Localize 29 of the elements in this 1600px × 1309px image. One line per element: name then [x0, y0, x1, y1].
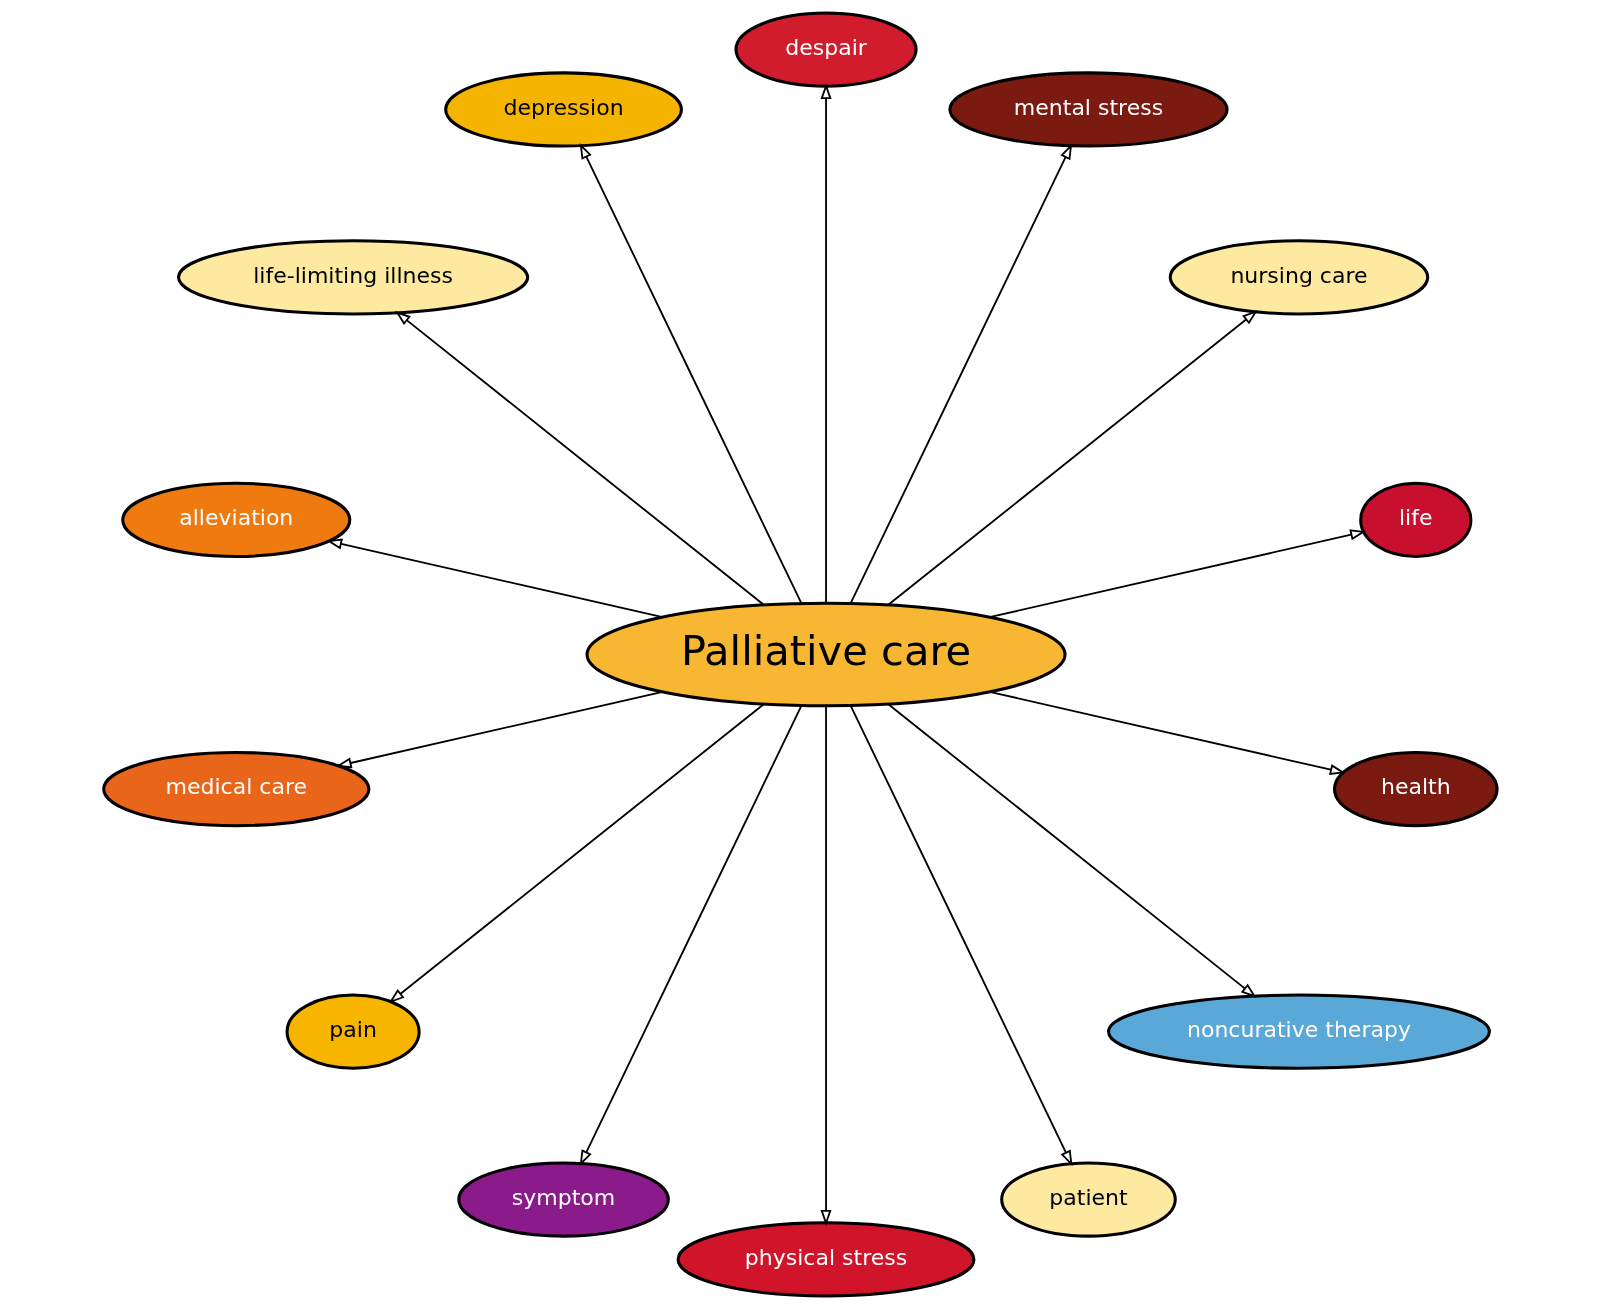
node-ellipse: symptom	[456, 1161, 670, 1238]
arrow	[335, 690, 663, 769]
node-ellipse: life	[1358, 481, 1472, 558]
arrow	[819, 704, 832, 1226]
arrow	[325, 538, 663, 619]
arrow	[849, 704, 1072, 1167]
arrow	[579, 704, 802, 1166]
node-ellipse: patient	[999, 1161, 1177, 1238]
arrow	[886, 310, 1258, 606]
node-ellipse: pain	[285, 993, 421, 1070]
arrow	[849, 143, 1072, 605]
arrow	[988, 529, 1366, 619]
node-ellipse: depression	[443, 71, 683, 148]
arrow	[819, 83, 832, 605]
node-ellipse: health	[1332, 751, 1499, 828]
node-ellipse: nursing care	[1168, 239, 1429, 316]
arrow	[886, 703, 1257, 998]
node-ellipse: noncurative therapy	[1106, 993, 1491, 1070]
node-ellipse: physical stress	[676, 1221, 975, 1298]
node-ellipse: despair	[733, 11, 918, 88]
node-ellipse: life-limiting illness	[176, 239, 529, 316]
arrow	[394, 310, 765, 606]
node-ellipse: mental stress	[947, 71, 1229, 148]
arrow	[579, 143, 802, 605]
node-ellipse: medical care	[101, 751, 370, 828]
node-ellipse: alleviation	[120, 481, 351, 558]
node-ellipse: Palliative care	[585, 601, 1067, 708]
arrow	[388, 703, 765, 1004]
arrow	[988, 690, 1346, 776]
